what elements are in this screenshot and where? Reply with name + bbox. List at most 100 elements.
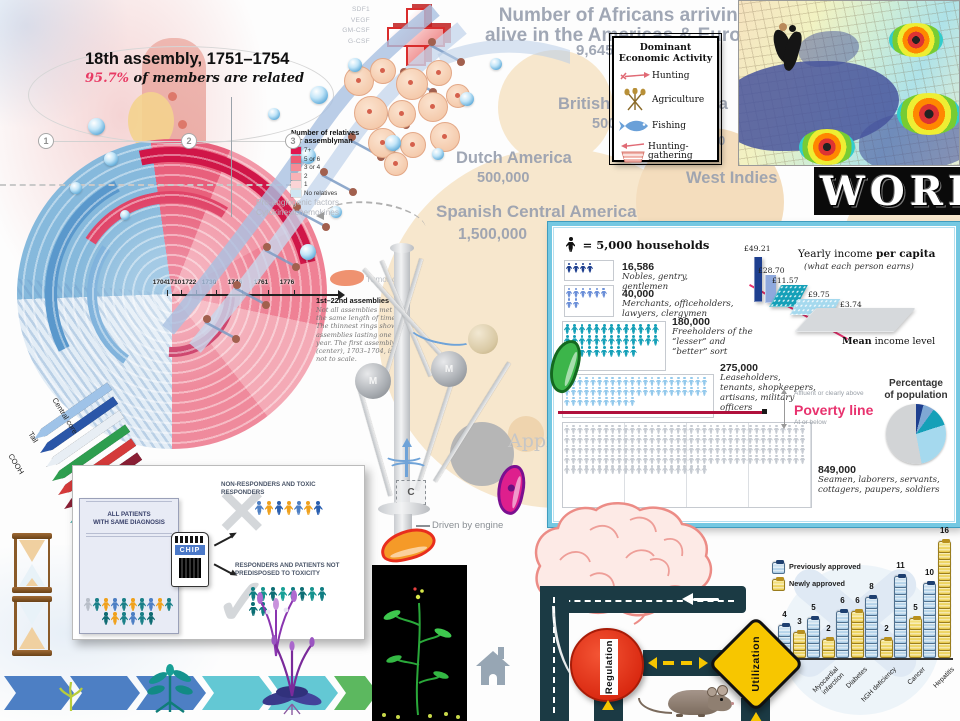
household-icon bbox=[767, 444, 773, 454]
household-icon bbox=[793, 454, 799, 464]
household-icon bbox=[593, 346, 599, 357]
person-icon bbox=[566, 237, 575, 252]
household-icon bbox=[590, 424, 596, 434]
household-icon bbox=[638, 323, 644, 335]
household-icon bbox=[590, 444, 596, 454]
household-icon bbox=[675, 386, 681, 396]
household-icon bbox=[630, 346, 636, 357]
household-icon bbox=[780, 444, 786, 454]
growth-factor-label: GM-CSF bbox=[342, 27, 370, 34]
household-icon bbox=[629, 444, 635, 454]
up-arrow bbox=[405, 445, 408, 477]
household-icon bbox=[571, 464, 577, 474]
household-icon bbox=[800, 454, 806, 464]
person-grid-merchants bbox=[564, 285, 614, 317]
household-icon bbox=[701, 464, 707, 474]
household-icon bbox=[584, 444, 590, 454]
dashed-line bbox=[0, 184, 292, 186]
household-icon bbox=[760, 434, 766, 444]
person-icon bbox=[120, 612, 128, 625]
household-icon bbox=[754, 454, 760, 464]
title-plain: Yearly income bbox=[798, 248, 876, 260]
household-icon bbox=[793, 424, 799, 434]
income-value: £49.21 bbox=[744, 244, 771, 253]
household-icon bbox=[586, 346, 592, 357]
basket-icon bbox=[618, 140, 648, 164]
growth-factor-label: SDF1 bbox=[351, 6, 370, 13]
household-icon bbox=[675, 454, 681, 464]
road-arrow-icon bbox=[682, 593, 693, 605]
household-icon bbox=[564, 323, 570, 335]
household-icon bbox=[584, 376, 590, 386]
household-icon bbox=[715, 434, 721, 444]
household-icon bbox=[586, 335, 592, 346]
household-icon bbox=[601, 346, 607, 357]
count-label: 2 bbox=[884, 624, 889, 633]
household-icon bbox=[721, 424, 727, 434]
axis-tick bbox=[167, 290, 168, 296]
household-icon bbox=[571, 454, 577, 464]
household-icon bbox=[623, 386, 629, 396]
rosette-plant-icon bbox=[147, 664, 193, 713]
household-icon bbox=[643, 464, 649, 474]
household-icon bbox=[643, 424, 649, 434]
household-icon bbox=[610, 376, 616, 386]
household-icon bbox=[610, 444, 616, 454]
household-icon bbox=[603, 454, 609, 464]
income-value: £3.74 bbox=[840, 300, 862, 309]
count-label: 6 bbox=[855, 596, 860, 605]
household-icon bbox=[608, 346, 614, 357]
connector-line bbox=[38, 141, 290, 142]
household-icon bbox=[675, 434, 681, 444]
household-icon bbox=[629, 386, 635, 396]
household-icon bbox=[636, 376, 642, 386]
household-icon bbox=[767, 424, 773, 434]
income-bar bbox=[754, 257, 762, 302]
work-text: WORK bbox=[820, 167, 960, 215]
chip-band bbox=[175, 536, 205, 543]
vial-icon bbox=[938, 538, 951, 553]
household-icon bbox=[577, 454, 583, 464]
household-icon bbox=[728, 424, 734, 434]
household-icon bbox=[564, 444, 570, 454]
household-icon bbox=[715, 454, 721, 464]
household-icon bbox=[623, 464, 629, 474]
poverty-above-label: Affluent or clearly above bbox=[794, 390, 864, 397]
weight-sphere-m: M bbox=[431, 351, 467, 387]
molecule-sphere bbox=[385, 135, 401, 151]
legend-row: 7+ bbox=[291, 147, 381, 155]
responders-caption: RESPONDERS AND PATIENTS NOT PREDISPOSED … bbox=[235, 562, 340, 578]
household-icon bbox=[616, 464, 622, 474]
region-value: 1,500,000 bbox=[458, 226, 527, 243]
household-icon bbox=[643, 386, 649, 396]
household-icon bbox=[645, 335, 651, 346]
household-icon bbox=[597, 376, 603, 386]
household-icon bbox=[577, 376, 583, 386]
household-icon bbox=[708, 434, 714, 444]
household-icon bbox=[584, 386, 590, 396]
chart-title: Yearly income per capita bbox=[798, 248, 958, 260]
household-icon bbox=[774, 454, 780, 464]
vial-icon bbox=[836, 608, 849, 623]
household-icon bbox=[754, 424, 760, 434]
vortex-funnel bbox=[799, 129, 855, 165]
region-label: West Indies bbox=[686, 169, 778, 187]
household-icon bbox=[616, 424, 622, 434]
household-icon bbox=[682, 434, 688, 444]
household-icon bbox=[566, 262, 572, 273]
work-banner: WORK bbox=[814, 167, 960, 215]
mean-rest: income level bbox=[871, 336, 936, 347]
vortex-funnel bbox=[897, 93, 959, 135]
year-label: 1746 bbox=[227, 279, 243, 286]
household-icon bbox=[688, 434, 694, 444]
yellow-arrowhead-icon bbox=[699, 657, 708, 669]
household-icon bbox=[662, 464, 668, 474]
income-value: £11.57 bbox=[772, 276, 799, 285]
household-icon bbox=[603, 444, 609, 454]
household-icon bbox=[636, 464, 642, 474]
household-icon bbox=[616, 454, 622, 464]
legend-label: 5 or 6 bbox=[304, 155, 321, 163]
household-icon bbox=[616, 323, 622, 335]
income-bar bbox=[765, 275, 776, 303]
household-icon bbox=[579, 346, 585, 357]
